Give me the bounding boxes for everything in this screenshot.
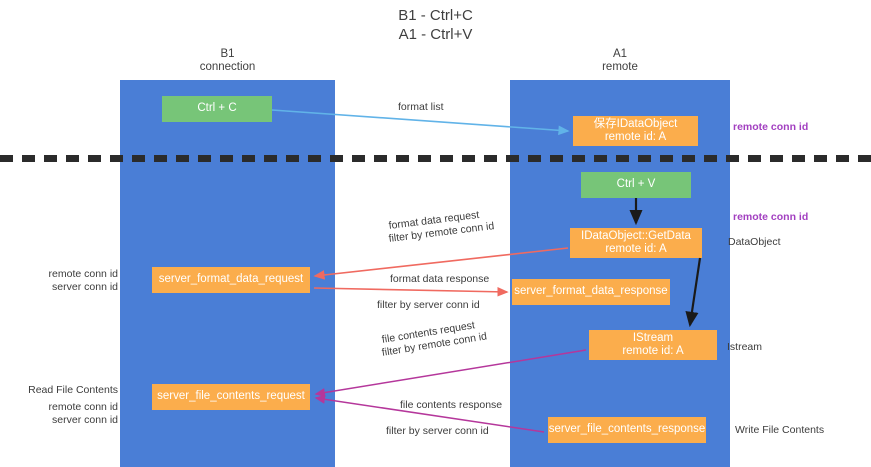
annotation-read-file-contents: Read File Contents	[28, 384, 118, 396]
lane-header-b1: B1 connection	[120, 48, 335, 74]
filter-prefix: filter by	[386, 425, 423, 437]
node-ctrl-c-label: Ctrl + C	[197, 102, 237, 115]
node-getdata-sub: remote id: A	[605, 243, 667, 255]
annotation-istream: Istream	[727, 341, 763, 353]
node-idataobject-getdata[interactable]: IDataObject::GetData remote id: A	[570, 228, 702, 258]
label-file-contents-response: file contents response	[400, 399, 503, 411]
node-server-format-data-request-label: server_format_data_request	[158, 273, 304, 286]
annotation-server-conn-id-2: server conn id	[52, 414, 118, 426]
label-format-data-response-filter: filter by server conn id	[377, 299, 480, 312]
node-getdata-label: IDataObject::GetData	[581, 229, 691, 242]
arrow-file-contents-response	[314, 394, 545, 433]
annotation-server-conn-id-1: server conn id	[52, 281, 118, 293]
label-format-list: format list	[398, 101, 444, 113]
arrow-getdata-to-istream	[685, 257, 702, 328]
annotation-remote-conn-id-1: remote conn id	[48, 268, 118, 280]
phase-separator	[0, 155, 871, 162]
filter-value-server-conn-id: server conn id	[422, 425, 489, 437]
node-server-file-contents-response-label: server_file_contents_response	[548, 423, 706, 436]
node-server-file-contents-response[interactable]: server_file_contents_response	[548, 417, 706, 443]
arrow-format-list	[271, 109, 570, 136]
annotation-write-file-contents: Write File Contents	[735, 424, 825, 436]
label-format-data-response: format data response	[390, 273, 490, 285]
arrow-format-data-response	[313, 287, 509, 297]
filter-prefix: filter by	[377, 299, 414, 311]
node-save-idataobject-sub: remote id: A	[604, 131, 667, 143]
annotation-remote-conn-id-top: remote conn id	[733, 121, 809, 133]
node-server-format-data-request[interactable]: server_format_data_request	[152, 267, 310, 293]
title-line-2: A1 - Ctrl+V	[398, 26, 473, 43]
annotation-remote-conn-id-mid: remote conn id	[733, 211, 809, 223]
node-server-file-contents-request-label: server_file_contents_request	[157, 390, 305, 403]
node-server-file-contents-request[interactable]: server_file_contents_request	[152, 384, 310, 410]
lane-b1-role: connection	[199, 61, 256, 73]
node-istream-sub: remote id: A	[622, 345, 684, 357]
annotation-dataobject: DataObject	[728, 236, 781, 248]
lane-a1-name: A1	[612, 48, 628, 60]
lane-b1-name: B1	[220, 48, 235, 60]
node-server-format-data-response-label: server_format_data_response	[514, 285, 668, 298]
node-save-idataobject-label: 保存IDataObject	[593, 117, 678, 130]
label-file-contents-response-filter: filter by server conn id	[386, 425, 489, 438]
page-title: B1 - Ctrl+C A1 - Ctrl+V	[0, 6, 871, 44]
node-ctrl-c[interactable]: Ctrl + C	[162, 96, 272, 122]
node-save-idataobject[interactable]: 保存IDataObject remote id: A	[573, 116, 698, 146]
node-ctrl-v-label: Ctrl + V	[616, 178, 656, 191]
annotation-left-conn-ids-bottom: remote conn id server conn id	[20, 401, 118, 427]
node-istream-label: IStream	[632, 331, 674, 344]
annotation-remote-conn-id-2: remote conn id	[48, 401, 118, 413]
lane-header-a1: A1 remote	[510, 48, 730, 74]
node-server-format-data-response[interactable]: server_format_data_response	[512, 279, 670, 305]
node-ctrl-v[interactable]: Ctrl + V	[581, 172, 691, 198]
filter-value-server-conn-id: server conn id	[413, 299, 480, 311]
annotation-left-conn-ids-top: remote conn id server conn id	[20, 268, 118, 294]
arrow-file-contents-request	[314, 349, 587, 397]
title-line-1: B1 - Ctrl+C	[398, 7, 473, 24]
node-istream[interactable]: IStream remote id: A	[589, 330, 717, 360]
arrow-format-data-request	[313, 247, 569, 280]
lane-a1-role: remote	[602, 61, 638, 73]
